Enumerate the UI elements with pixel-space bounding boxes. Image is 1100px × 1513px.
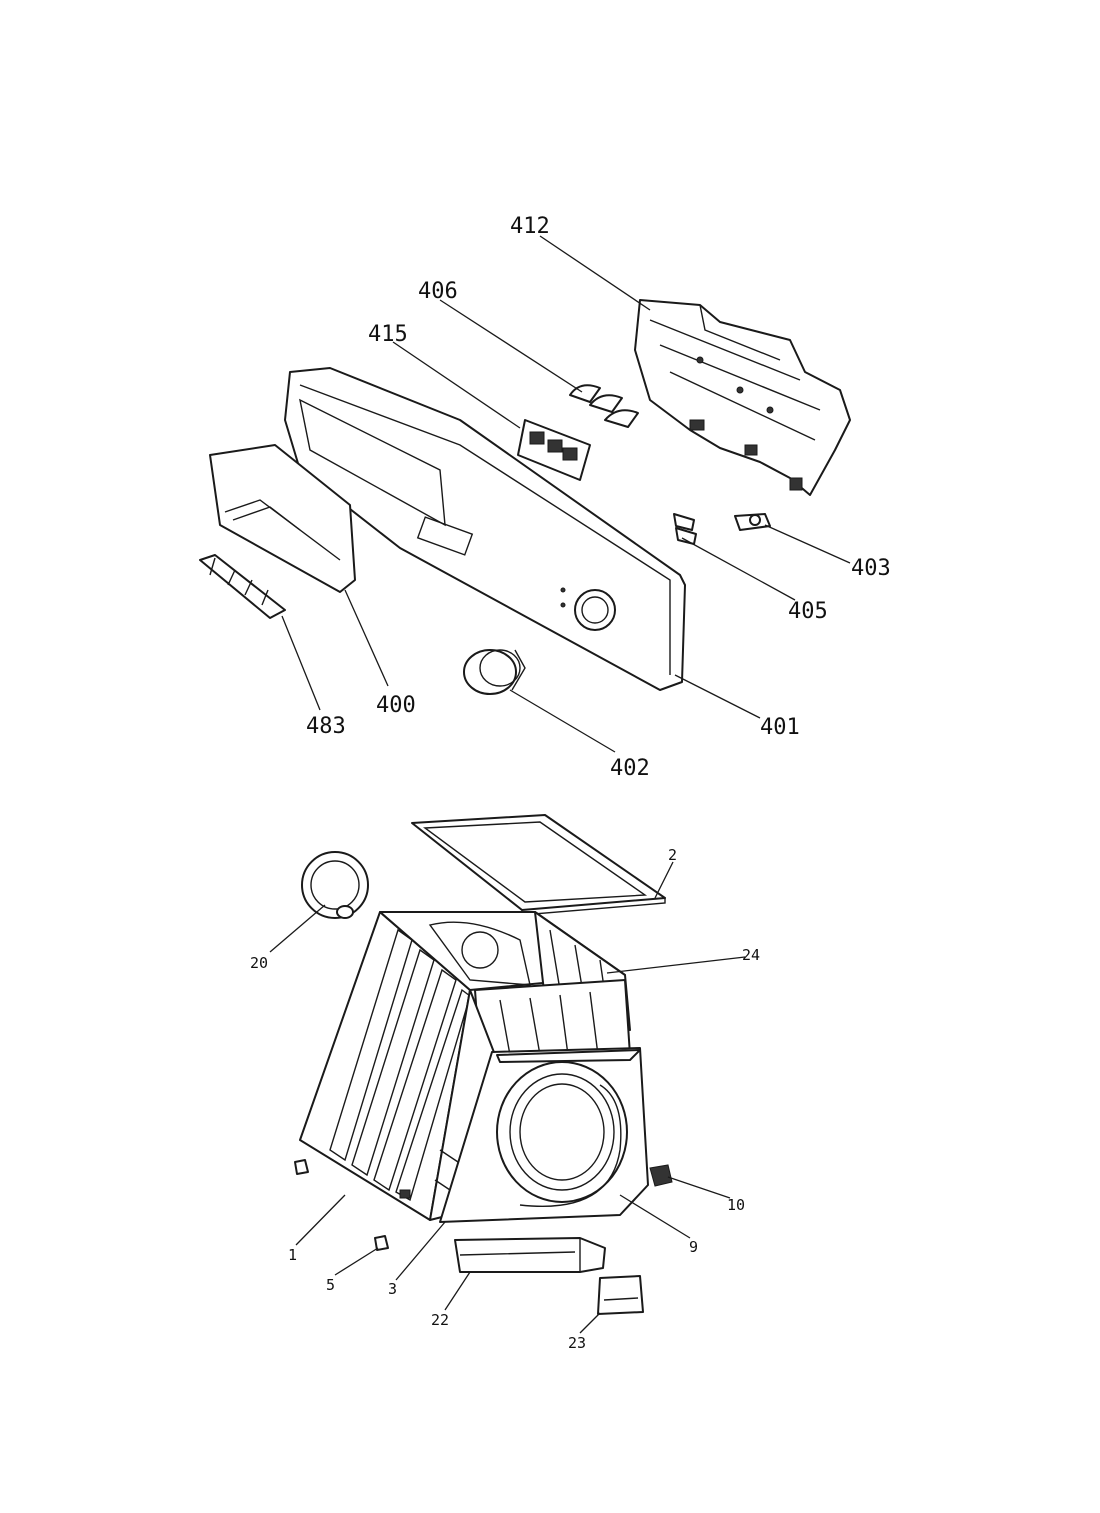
callout-483: 483 bbox=[306, 714, 346, 739]
callout-406: 406 bbox=[418, 279, 458, 304]
part-405-clip bbox=[673, 513, 697, 545]
part-10-hinge bbox=[649, 1164, 673, 1187]
callout-401: 401 bbox=[760, 715, 800, 740]
callout-10: 10 bbox=[727, 1196, 745, 1214]
part-5-foot bbox=[294, 1159, 389, 1251]
callout-405: 405 bbox=[788, 599, 828, 624]
part-23-filter-cover bbox=[597, 1275, 644, 1315]
callout-3: 3 bbox=[388, 1280, 397, 1298]
callout-412: 412 bbox=[510, 214, 550, 239]
callout-9: 9 bbox=[689, 1238, 698, 1256]
callout-24: 24 bbox=[742, 946, 760, 964]
part-24-cabinet-frame bbox=[379, 911, 631, 1061]
part-401-front-panel bbox=[284, 367, 686, 691]
part-400-detergent-drawer bbox=[209, 444, 356, 593]
callout-1: 1 bbox=[288, 1246, 297, 1264]
part-402-knob bbox=[463, 649, 526, 695]
callout-415: 415 bbox=[368, 322, 408, 347]
part-483-drawer-insert bbox=[199, 554, 286, 619]
part-415-button-holder bbox=[517, 419, 591, 481]
callout-5: 5 bbox=[326, 1276, 335, 1294]
part-2-top-cover bbox=[411, 814, 666, 916]
callout-22: 22 bbox=[431, 1311, 449, 1329]
part-9-front-panel bbox=[439, 1047, 649, 1223]
part-403-connector bbox=[734, 513, 771, 531]
callout-400: 400 bbox=[376, 693, 416, 718]
part-412-control-board bbox=[634, 299, 851, 496]
callout-2: 2 bbox=[668, 846, 677, 864]
callout-403: 403 bbox=[851, 556, 891, 581]
callout-23: 23 bbox=[568, 1334, 586, 1352]
callout-402: 402 bbox=[610, 756, 650, 781]
callout-20: 20 bbox=[250, 954, 268, 972]
part-20-hose bbox=[301, 851, 369, 919]
part-22-kick-panel bbox=[454, 1237, 606, 1273]
